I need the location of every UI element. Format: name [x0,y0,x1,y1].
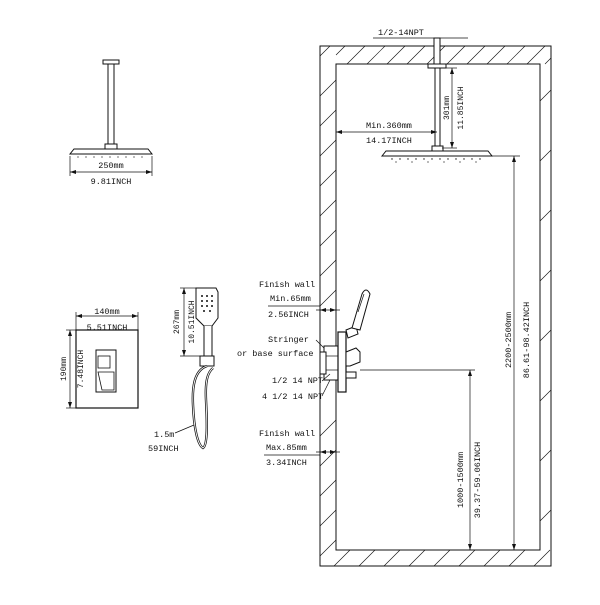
finish-wall-label-1: Finish wall [259,280,315,290]
spray-dots [391,158,481,163]
arm-length-mm: 301mm [443,96,452,120]
finish-wall-max-callout: Finish wall Max.85mm 3.34INCH [259,416,340,468]
overall-height-in: 86.61-98.42INCH [522,302,532,379]
min-wall-distance-dimension: Min.360mm 14.17INCH [336,121,437,146]
min-distance-in: 14.17INCH [366,136,412,146]
valve-height-dimension: 1000-1500mm 39.37-59.06INCH [360,369,483,550]
installed-shower-head [380,37,494,163]
npt-label-1: 1/2 14 NPT [272,376,323,386]
base-surface-label: or base surface [237,349,314,359]
plate-width-in: 5.51INCH [87,323,128,333]
min65-mm: Min.65mm [270,294,311,304]
inlet-thread-callout: 1/2-14NPT [373,28,468,46]
room-wall-section [319,45,552,567]
max85-mm: Max.85mm [266,443,307,453]
hose-length-m: 1.5m [154,430,174,440]
hand-height-mm: 267mm [173,310,182,334]
head-width-in: 9.81INCH [91,177,132,187]
head-width-mm: 250mm [98,161,124,171]
plate-width-mm: 140mm [94,307,120,317]
right-wall-hatch [539,89,552,522]
installed-valve [319,289,371,416]
min65-in: 2.56INCH [268,310,309,320]
hose-length-in: 59INCH [148,444,179,454]
inlet-thread-label: 1/2-14NPT [378,28,424,38]
overall-height-dimension: 2200-2500mm 86.61-98.42INCH [490,155,532,550]
hand-shower-component: 267mm 10.51INCH 1.5m 59INCH [148,287,219,454]
npt-callouts: 1/2 14 NPT 4 1/2 14 NPT [262,373,331,402]
npt-label-2: 4 1/2 14 NPT [262,392,323,402]
trim-plate-component: 140mm 5.51INCH 190mm 7.48INCH [60,307,139,409]
finish-wall-label-2: Finish wall [259,429,315,439]
floor-hatch [333,549,551,567]
plate-height-mm: 190mm [60,357,69,381]
arm-length-dimension: 301mm 11.85INCH [442,67,466,149]
shower-head-component: 250mm 9.81INCH [68,59,154,187]
stringer-label: Stringer [268,335,309,345]
ceiling-hatch [319,45,552,65]
stringer-callout: Stringer or base surface [237,335,325,359]
left-wall-hatch [319,79,337,557]
valve-height-in: 39.37-59.06INCH [473,442,483,519]
arm-length-in: 11.85INCH [457,86,466,129]
valve-height-mm: 1000-1500mm [456,452,466,508]
finish-wall-min-callout: Finish wall Min.65mm 2.56INCH [259,280,340,320]
hand-height-in: 10.51INCH [188,300,197,343]
max85-in: 3.34INCH [266,458,307,468]
plate-height-in: 7.48INCH [77,350,86,389]
min-distance-mm: Min.360mm [366,121,412,131]
overall-height-mm: 2200-2500mm [504,312,514,368]
